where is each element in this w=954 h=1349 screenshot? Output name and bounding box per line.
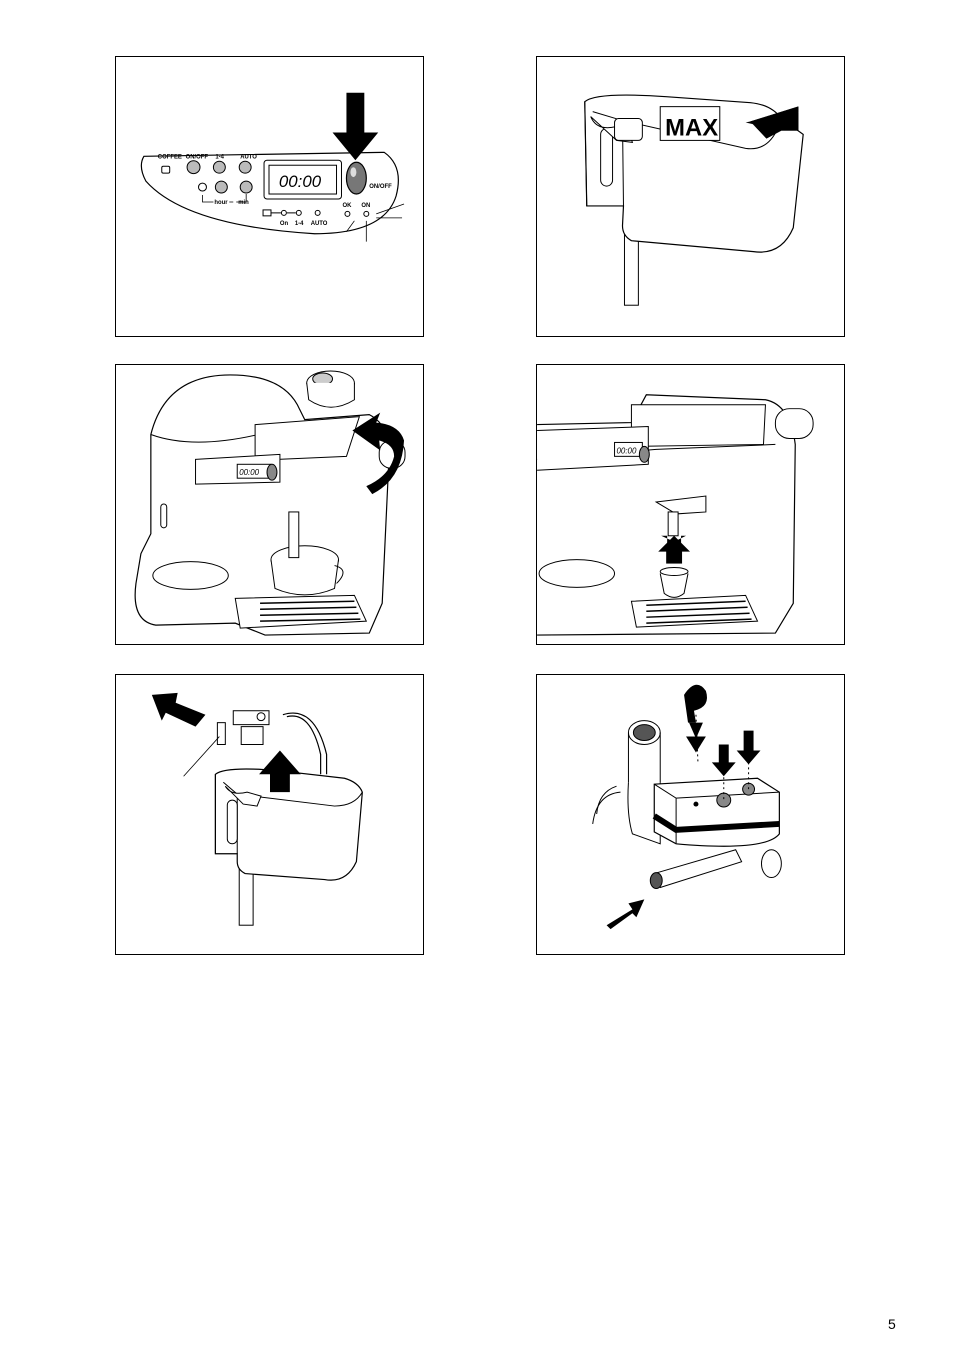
- down-arrow-icon: [686, 736, 706, 753]
- control-panel-illustration: COFFEE ON/OFF 1-4 AUTO hour min 00:00 ON…: [140, 92, 405, 242]
- down-arrow-icon: [332, 92, 379, 161]
- water-tank-illustration: MAX: [584, 94, 804, 306]
- on-off-right-label: ON/OFF: [369, 184, 392, 190]
- diagonal-arrow-icon: [606, 899, 645, 930]
- filter-unit-illustration: [592, 684, 782, 930]
- display-screen: [268, 164, 338, 195]
- figure-water-tank: MAX: [536, 56, 845, 337]
- auto-label: AUTO: [240, 154, 257, 160]
- small-display-time: 00:00: [617, 446, 637, 455]
- brewing-machine-illustration: 00:00: [134, 370, 406, 636]
- auto-bottom-label: AUTO: [311, 221, 328, 227]
- page-number: 5: [888, 1316, 896, 1332]
- diagonal-arrow-icon: [151, 692, 206, 727]
- on-indicator-light: [363, 210, 370, 217]
- figure-filter-unit: [536, 674, 845, 955]
- down-arrow-icon: [736, 730, 761, 765]
- down-arrow-icon: [711, 744, 736, 777]
- coffee-indicator[interactable]: [161, 165, 171, 174]
- figure-tank-filter: [115, 674, 424, 955]
- small-display-time: 00:00: [239, 468, 259, 477]
- left-arrow-icon: [750, 106, 799, 139]
- max-label: MAX: [665, 114, 718, 141]
- ok-label: OK: [342, 203, 352, 209]
- hour-label: hour: [214, 200, 228, 206]
- one-four-button[interactable]: [212, 160, 226, 174]
- rotate-arrow-icon: [352, 412, 405, 495]
- on-off-button[interactable]: [186, 160, 201, 175]
- up-arrow-icon: [658, 535, 691, 552]
- tank-filter-illustration: [151, 692, 363, 926]
- on-label: On: [280, 221, 289, 227]
- up-arrow-icon: [259, 750, 301, 793]
- one-four-label: 1-4: [215, 154, 224, 160]
- coffee-label: COFFEE: [158, 154, 182, 160]
- steam-nozzle-illustration: 00:00: [537, 394, 814, 636]
- figure-steam-nozzle: 00:00: [536, 364, 845, 645]
- on-right-label: ON: [361, 203, 370, 209]
- figure-control-panel: COFFEE ON/OFF 1-4 AUTO hour min 00:00 ON…: [115, 56, 424, 337]
- on-off-label: ON/OFF: [186, 154, 209, 160]
- figure-brewing: 00:00: [115, 364, 424, 645]
- hour-button[interactable]: [214, 180, 228, 194]
- min-button[interactable]: [239, 180, 253, 194]
- auto-button[interactable]: [238, 160, 252, 174]
- brush-icon: [684, 684, 708, 723]
- clock-icon: [198, 182, 207, 192]
- display-time: 00:00: [279, 172, 322, 191]
- min-label: min: [238, 200, 249, 206]
- selector-knob[interactable]: [345, 161, 367, 195]
- one-four-bottom-label: 1-4: [295, 221, 304, 227]
